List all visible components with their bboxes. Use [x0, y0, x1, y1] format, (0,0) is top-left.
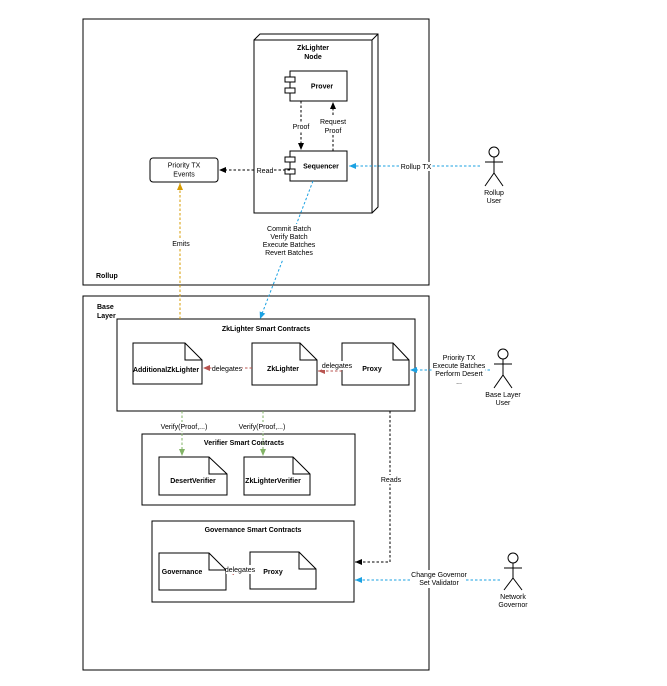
rollup-tx-label: Rollup TX	[401, 164, 432, 171]
sequencer-component	[284, 150, 348, 182]
node-title-line2: Node	[304, 54, 322, 61]
base-layer-user-line2: User	[496, 400, 511, 407]
additional-zklighter-label: AdditionalZkLighter	[133, 367, 199, 374]
verify-label-2: Verify(Proof,...)	[239, 424, 286, 431]
governor-label-2: Set Validator	[419, 580, 459, 587]
prover-component	[284, 70, 348, 102]
commit-label-3: Execute Batches	[263, 242, 316, 249]
node-title-line1: ZkLighter	[297, 45, 329, 52]
governance-proxy-label: Proxy	[263, 569, 283, 576]
verifier-contracts-title: Verifier Smart Contracts	[204, 440, 284, 447]
base-user-label-1: Priority TX	[443, 355, 476, 362]
base-layer-label-line1: Base	[97, 304, 114, 311]
base-user-label-4: ...	[456, 379, 462, 386]
verify-label-1: Verify(Proof,...)	[161, 424, 208, 431]
zklighter-doc	[251, 342, 318, 386]
governor-label-1: Change Governor	[411, 572, 467, 579]
rollup-user-line2: User	[487, 198, 502, 205]
request-proof-label-2: Proof	[325, 128, 342, 135]
commit-label-1: Commit Batch	[267, 226, 311, 233]
proof-label: Proof	[293, 124, 310, 131]
desert-verifier-label: DesertVerifier	[170, 478, 216, 485]
base-user-label-3: Perform Desert	[435, 371, 483, 378]
governance-contracts-title: Governance Smart Contracts	[205, 527, 302, 534]
rollup-region-label: Rollup	[96, 273, 118, 280]
additional-zklighter-doc	[132, 342, 203, 385]
base-layer-label-line2: Layer	[97, 313, 116, 320]
network-governor-line2: Governor	[498, 602, 528, 609]
priority-events-line2: Events	[173, 172, 195, 179]
reads-edge	[355, 411, 391, 565]
delegates-label-1: delegates	[322, 363, 353, 370]
request-proof-label-1: Request	[320, 119, 346, 126]
priority-events-line1: Priority TX	[168, 163, 201, 170]
proxy-doc	[341, 342, 410, 386]
sequencer-label: Sequencer	[303, 164, 339, 171]
read-label: Read	[257, 168, 274, 175]
zklighter-verifier-label: ZkLighterVerifier	[245, 478, 301, 485]
zklighter-label: ZkLighter	[267, 366, 299, 373]
zklighter-contracts-title: ZkLighter Smart Contracts	[222, 326, 310, 333]
reads-label: Reads	[381, 477, 402, 484]
delegates-label-2: delegates	[212, 366, 243, 373]
commit-label-4: Revert Batches	[265, 250, 313, 257]
emits-label: Emits	[172, 241, 190, 248]
commit-label-2: Verify Batch	[270, 234, 307, 241]
priority-tx-events-box	[149, 157, 219, 183]
prover-label: Prover	[311, 84, 333, 91]
network-governor-actor	[503, 552, 523, 591]
network-governor-line1: Network	[500, 594, 526, 601]
base-layer-user-actor	[493, 348, 513, 389]
base-user-label-2: Execute Batches	[433, 363, 486, 370]
base-layer-user-line1: Base Layer	[485, 392, 521, 399]
rollup-user-actor	[484, 146, 504, 187]
proxy-label: Proxy	[362, 366, 382, 373]
governance-label: Governance	[162, 569, 203, 576]
rollup-user-line1: Rollup	[484, 190, 504, 197]
delegates-label-3: delegates	[225, 567, 256, 574]
desert-verifier-doc	[158, 456, 228, 496]
